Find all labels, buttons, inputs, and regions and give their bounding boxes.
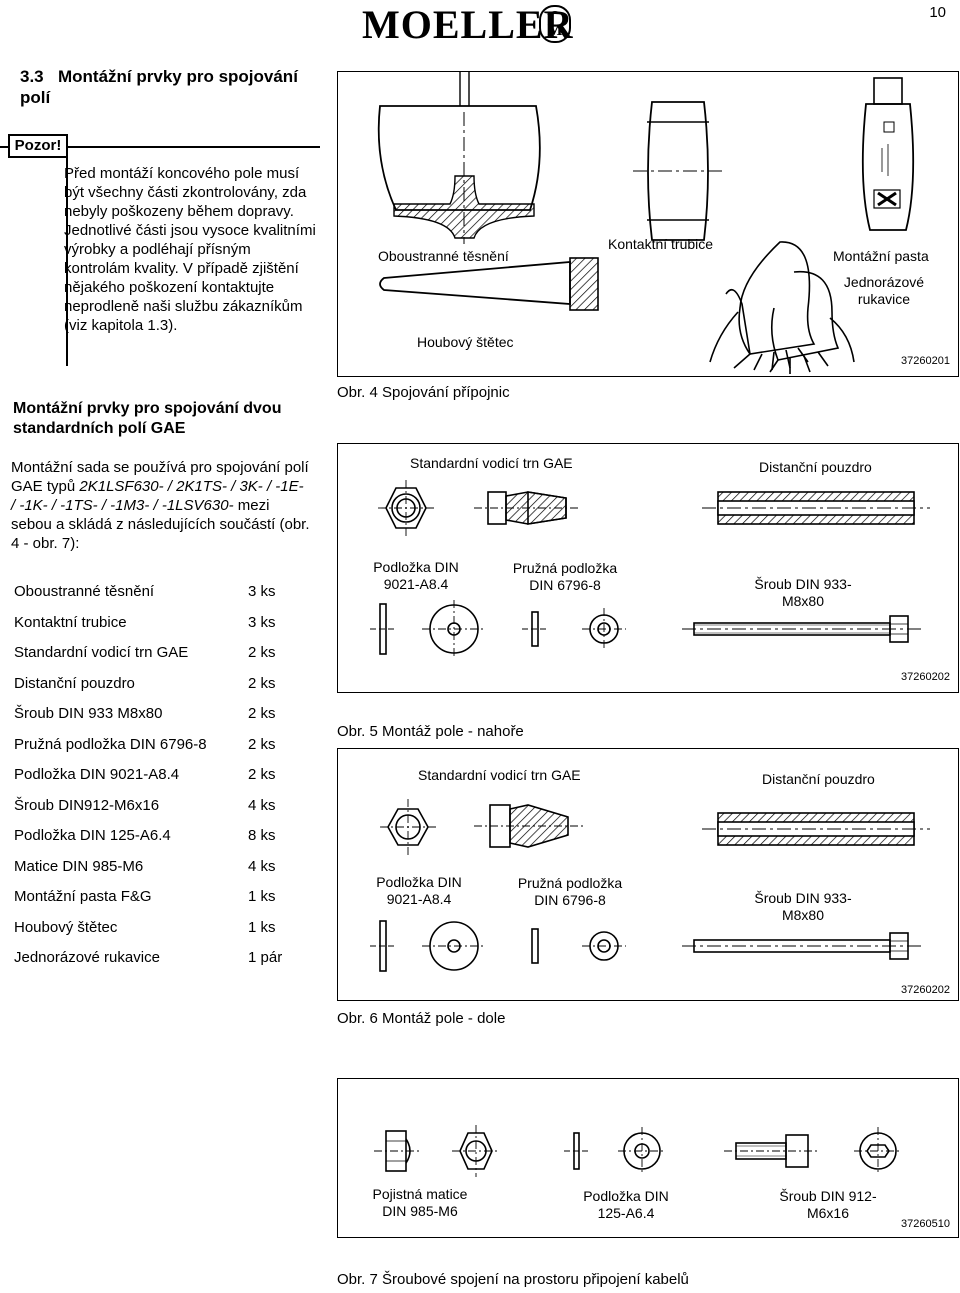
figure-6-frame: 37260202 [337, 748, 959, 1001]
warning-label: Pozor! [8, 134, 68, 158]
part-name: Montážní pasta F&G [14, 888, 152, 905]
part-quantity: 2 ks [248, 705, 276, 722]
part-name: Jednorázové rukavice [14, 949, 160, 966]
figure-6-label-spacer: Distanční pouzdro [762, 771, 875, 787]
part-quantity: 4 ks [248, 796, 276, 814]
part-quantity: 2 ks [248, 735, 276, 753]
figure-6-code: 37260202 [901, 984, 950, 996]
figure-5-label-bolt: Šroub DIN 933-M8x80 [754, 576, 852, 609]
figure-7-code: 37260510 [901, 1218, 950, 1230]
figure-4-code: 37260201 [901, 355, 950, 367]
brush-drawing [379, 257, 599, 311]
figure-5-pin [474, 491, 578, 525]
figure-7-label-nut: Pojistná matice DIN 985-M6 [372, 1186, 468, 1219]
figure-4-frame: 37260201 [337, 71, 959, 377]
part-quantity: 2 ks [248, 644, 276, 661]
figure-7-bolt [724, 1127, 902, 1175]
part-quantity: 3 ks [248, 613, 276, 631]
figure-7-label-bolt: Šroub DIN 912-M6x16 [779, 1188, 877, 1221]
page-number: 10 [929, 4, 946, 21]
figure-4-label-tube: Kontaktní trubice [608, 236, 714, 252]
figure-5-spacer [702, 491, 930, 525]
figure-6-label-pin: Standardní vodicí trn GAE [418, 767, 581, 783]
warning-text: Před montáží koncového pole musí být vše… [64, 165, 316, 334]
figure-7-label-washer: Podložka DIN 125-A6.4 [583, 1188, 669, 1221]
subheading: Montážní prvky pro spojování dvou standa… [13, 400, 282, 437]
figure-6-bolt [682, 932, 922, 960]
figure-5-code: 37260202 [901, 671, 950, 683]
warning-bar [66, 134, 68, 366]
figure-6-washer-views [370, 920, 626, 972]
section-number: 3.3 [20, 67, 44, 86]
part-name: Šroub DIN 933 M8x80 [14, 705, 163, 722]
figure-6-nut-view [380, 799, 436, 855]
figure-6-label-bolt: Šroub DIN 933-M8x80 [754, 890, 852, 923]
figure-6-label-spring: Pružná podložka DIN 6796-8 [517, 875, 623, 908]
part-quantity: 8 ks [248, 827, 276, 844]
part-name: Distanční pouzdro [14, 674, 135, 692]
brand-emblem-icon: M [539, 5, 571, 43]
warning-rule [0, 146, 320, 148]
brand-emblem-letter: M [547, 22, 562, 39]
seal-drawing [377, 72, 541, 244]
figure-5-label-washer: Podložka DIN 9021-A8.4 [373, 559, 459, 592]
part-name: Kontaktní trubice [14, 613, 127, 631]
figure-4-label-paste: Montážní pasta [833, 248, 929, 264]
figure-7-washer [564, 1127, 666, 1175]
figure-5-label-pin: Standardní vodicí trn GAE [410, 455, 573, 471]
figure-4-label-gloves: Jednorázové rukavice [843, 274, 925, 307]
figure-5-bolt [682, 615, 922, 643]
figure-7-drawing: 37260510 [374, 1125, 950, 1230]
part-quantity: 4 ks [248, 857, 276, 875]
part-quantity: 1 pár [248, 949, 283, 966]
intro-text-start: Montážní sada se používá pro spojování p… [11, 459, 309, 495]
part-quantity: 2 ks [248, 674, 276, 692]
figure-6-spacer [702, 812, 930, 846]
part-quantity: 1 ks [248, 918, 276, 936]
part-name: Pružná podložka DIN 6796-8 [14, 735, 207, 753]
figure-6-drawing: 37260202 [370, 799, 950, 996]
figure-7-caption: Obr. 7 Šroubové spojení na prostoru přip… [337, 1271, 689, 1288]
figure-4-drawing: 37260201 [377, 72, 950, 374]
figure-5-nut-view [378, 480, 434, 536]
part-name: Standardní vodicí trn GAE [14, 644, 189, 661]
figure-5-frame: 37260202 [337, 443, 959, 693]
intro-paragraph: Montážní sada se používá pro spojování p… [11, 458, 311, 553]
part-quantity: 3 ks [248, 583, 276, 600]
figure-7-nut [374, 1130, 422, 1172]
figure-5-label-spring: Pružná podložka DIN 6796-8 [512, 560, 618, 593]
part-name: Oboustranné těsnění [14, 583, 155, 600]
figure-5-drawing: 37260202 [370, 480, 950, 683]
figure-6-pin [474, 804, 584, 848]
figure-7-frame: 37260510 [337, 1078, 959, 1238]
figure-5-washer-views [370, 600, 626, 658]
figure-5-label-spacer: Distanční pouzdro [759, 459, 872, 475]
paste-tube-drawing [861, 77, 915, 231]
intro-text-end: mezi sebou a skládá z následujících souč… [11, 497, 310, 552]
part-quantity: 2 ks [248, 766, 276, 783]
part-name: Šroub DIN912-M6x16 [14, 796, 160, 814]
part-quantity: 1 ks [248, 888, 276, 905]
figure-4-label-seal: Oboustranné těsnění [378, 248, 509, 264]
part-name: Matice DIN 985-M6 [14, 857, 144, 875]
figure-5-caption: Obr. 5 Montáž pole - nahoře [337, 723, 524, 740]
gloves-drawing [709, 241, 855, 374]
part-name: Houbový štětec [14, 918, 118, 936]
intro-types: 2K1LSF630- / 2K1TS- / 3K- / -1E- / -1K- … [11, 478, 304, 514]
section-title: Montážní prvky pro spojování polí [20, 67, 298, 107]
part-name: Podložka DIN 125-A6.4 [14, 827, 171, 844]
figure-7-nut-top [452, 1125, 500, 1177]
figure-4-caption: Obr. 4 Spojování přípojnic [337, 384, 510, 401]
contact-tube-drawing [633, 101, 724, 241]
part-name: Podložka DIN 9021-A8.4 [14, 766, 180, 783]
figure-6-caption: Obr. 6 Montáž pole - dole [337, 1010, 506, 1027]
brand-name: MOELLER [362, 2, 574, 47]
figure-6-label-washer: Podložka DIN 9021-A8.4 [376, 874, 462, 907]
figure-4-label-brush: Houbový štětec [417, 334, 514, 350]
